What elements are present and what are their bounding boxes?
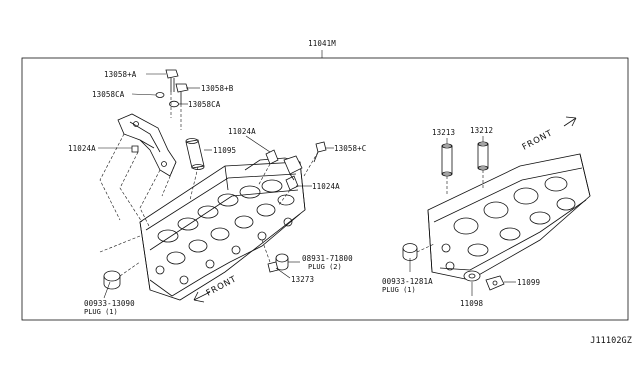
bolt-13058-b [175, 83, 189, 104]
label-13058ca-2[interactable]: 13058CA [188, 100, 221, 109]
label-00933-13090[interactable]: 00933-13090 [84, 299, 135, 308]
washer-13058ca-1 [155, 92, 165, 98]
label-11095[interactable]: 11095 [213, 146, 236, 155]
front-arrow-right: FRONT [521, 116, 577, 153]
sleeve-13213 [441, 143, 453, 177]
label-00933-1281a-plug[interactable]: PLUG (1) [382, 286, 416, 294]
plug-00933-1281a [402, 243, 418, 261]
assembly-frame [21, 57, 629, 321]
label-11024a-3[interactable]: 11024A [312, 182, 340, 191]
stud-13273 [267, 261, 279, 273]
gasket-11098 [463, 270, 481, 282]
label-11024a-2[interactable]: 11024A [228, 127, 256, 136]
label-11098[interactable]: 11098 [460, 299, 483, 308]
label-11024a-1[interactable]: 11024A [68, 144, 96, 153]
label-13058-b[interactable]: 13058+B [201, 84, 234, 93]
oil-control-valve [283, 155, 303, 181]
sleeve-13212 [477, 141, 489, 171]
sleeve-11095 [185, 138, 205, 170]
label-08931-71800[interactable]: 08931-71800 [302, 254, 353, 263]
left-cylinder-head [139, 157, 306, 301]
label-13058ca-1[interactable]: 13058CA [92, 90, 125, 99]
dowel-11024a-1 [131, 145, 139, 153]
front-label-right: FRONT [521, 128, 555, 152]
leader-lines [98, 73, 516, 299]
bolt-13058-c [313, 141, 327, 163]
cam-bracket [117, 113, 177, 177]
dowel-11024a-2 [265, 149, 279, 165]
right-cylinder-head [427, 153, 591, 281]
label-00933-13090-plug[interactable]: PLUG (1) [84, 308, 118, 316]
plug-00933-13090 [103, 270, 121, 290]
bolt-13058-a [165, 69, 179, 92]
bracket-11099 [485, 275, 505, 291]
label-13273[interactable]: 13273 [291, 275, 314, 284]
label-13212[interactable]: 13212 [470, 126, 493, 135]
left-assembly-lines [99, 92, 319, 277]
label-11099[interactable]: 11099 [517, 278, 540, 287]
assembly-label[interactable]: 11041M [308, 39, 336, 48]
label-13058-a[interactable]: 13058+A [104, 70, 137, 79]
label-13058-c[interactable]: 13058+C [334, 144, 366, 153]
label-13213[interactable]: 13213 [432, 128, 455, 137]
label-00933-1281a[interactable]: 00933-1281A [382, 277, 433, 286]
figure-id: J11102GZ [590, 336, 632, 346]
label-08931-plug[interactable]: PLUG (2) [308, 263, 342, 271]
